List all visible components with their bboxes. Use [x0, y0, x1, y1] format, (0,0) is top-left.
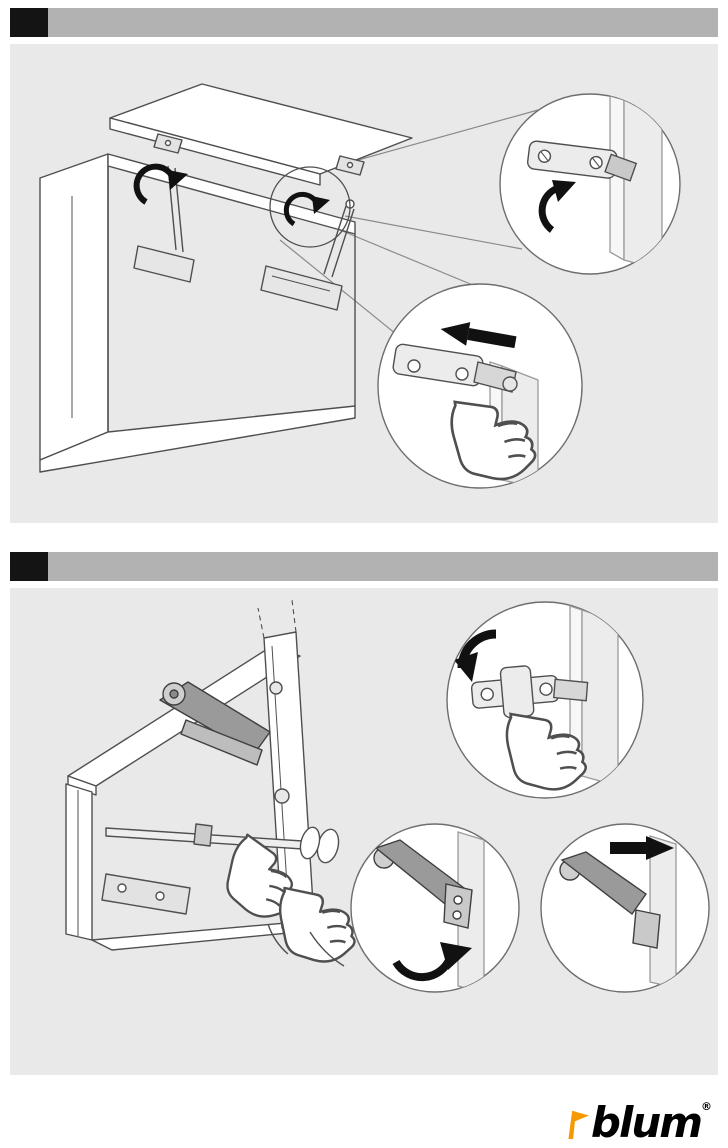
step-1-header-bar — [48, 8, 718, 37]
step-1-panel — [10, 44, 718, 523]
registered-trademark-symbol: ® — [701, 1100, 712, 1113]
step-1-marker — [10, 8, 48, 37]
blum-lift-symbol-icon — [568, 1110, 589, 1139]
hinge-focus-circle — [269, 166, 351, 248]
door-removal-drawing — [65, 599, 358, 967]
step-2-marker — [10, 552, 48, 581]
callout-hinge-release-2 — [446, 601, 644, 799]
cabinet-edge-board — [609, 95, 663, 271]
rolled-cylinder — [299, 826, 340, 864]
forearm-lines — [267, 923, 345, 967]
callout-hinge-release — [377, 283, 583, 489]
curved-rotation-arrow-icon — [392, 942, 472, 982]
callout-lift-arm-released — [540, 823, 710, 993]
thick-left-arrow-icon — [440, 322, 517, 349]
lift-arm-assembly — [159, 681, 271, 766]
callout-hinge-clip — [499, 93, 681, 275]
step-2-header-bar — [48, 552, 718, 581]
step-1-illustration — [39, 83, 681, 489]
cabinet-side-panel — [39, 153, 109, 461]
rotation-arrow-icons — [133, 163, 330, 227]
curved-rotation-arrow-icon — [454, 629, 497, 682]
hinge-on-mounting-plate — [392, 343, 518, 393]
cabinet-side-panel — [65, 783, 93, 941]
alignment-dashed-lines — [257, 599, 297, 639]
lift-mechanism-box — [101, 873, 191, 915]
cruciform-mounting-plate — [470, 665, 589, 719]
step-2-panel — [10, 588, 718, 1075]
lift-arm — [373, 839, 473, 929]
blum-logo: blum ® — [560, 1098, 712, 1144]
curved-rotation-arrow-icon — [538, 180, 576, 233]
lift-arm — [559, 851, 661, 949]
thick-right-arrow-icon — [610, 836, 674, 860]
cabinet-drawing — [39, 83, 413, 473]
door-hinge-fittings — [153, 133, 365, 176]
step-2-illustration — [65, 599, 710, 993]
step-1-header — [10, 8, 718, 37]
hinge-mounting-plate — [526, 140, 638, 182]
front-edge-board — [649, 835, 677, 989]
step-2-header — [10, 552, 718, 581]
hand-icon — [276, 880, 358, 967]
callout-lift-arm-engaged — [350, 823, 520, 993]
blum-logo-text: blum — [590, 1098, 703, 1147]
